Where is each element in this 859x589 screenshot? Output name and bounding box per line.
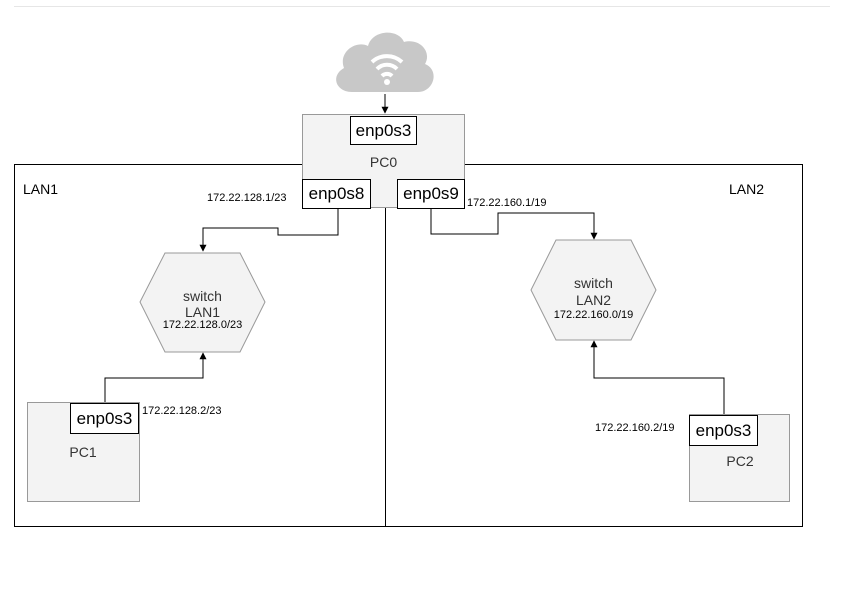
pc1-ip: 172.22.128.2/23: [142, 405, 222, 417]
switch1-name: LAN1: [184, 304, 221, 320]
pc0-label: PC0: [369, 154, 398, 170]
lan2-area: [385, 164, 803, 527]
pc0-iface-enp0s8: enp0s8: [302, 179, 371, 209]
pc2-iface-enp0s3: enp0s3: [689, 415, 758, 446]
link-pc2-switch2: [590, 340, 725, 415]
switch2-label: switch: [574, 275, 613, 291]
switch-lan2-shape: [530, 239, 657, 341]
pc0-ip-right: 172.22.160.1/19: [467, 197, 547, 209]
switch2-name: LAN2: [575, 292, 612, 308]
link-pc1-switch1: [104, 352, 207, 403]
switch1-label: switch: [183, 288, 222, 304]
pc0-iface-enp0s9: enp0s9: [397, 179, 465, 209]
pc1-iface-enp0s3: enp0s3: [70, 403, 139, 434]
switch-lan1-shape: [139, 252, 266, 353]
link-pc0-switch2: [430, 208, 598, 240]
switch2-ip: 172.22.160.0/19: [553, 309, 634, 321]
lan2-title: LAN2: [729, 181, 765, 197]
pc2-label: PC2: [726, 453, 754, 469]
pc0-ip-left: 172.22.128.1/23: [207, 192, 287, 204]
switch1-ip: 172.22.128.0/23: [162, 319, 243, 331]
link-pc0-switch1: [199, 208, 339, 252]
top-divider: [14, 6, 830, 7]
pc2-ip: 172.22.160.2/19: [595, 422, 675, 434]
cloud-wifi-icon: [336, 32, 434, 92]
pc1-label: PC1: [69, 444, 97, 460]
lan1-title: LAN1: [23, 181, 59, 197]
pc0-iface-enp0s3: enp0s3: [350, 116, 417, 145]
